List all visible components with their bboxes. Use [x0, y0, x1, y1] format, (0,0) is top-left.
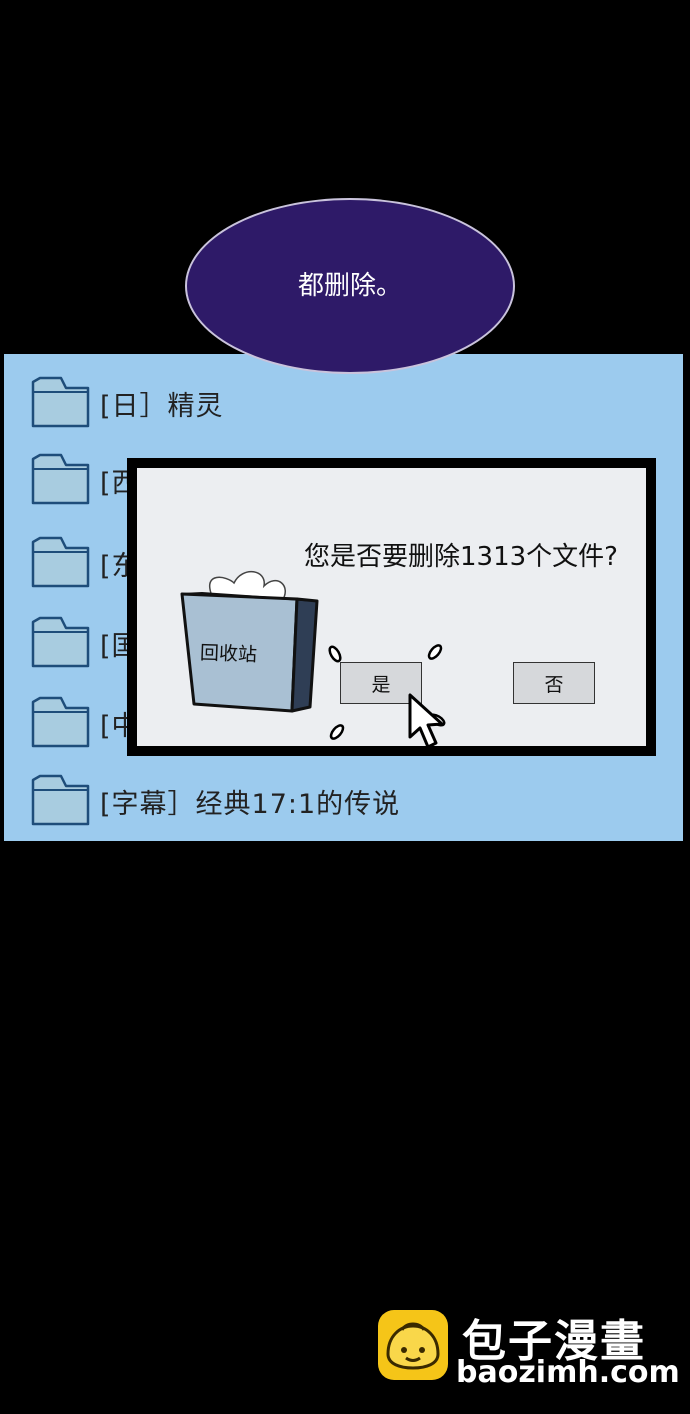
recycle-bin-icon: [180, 571, 319, 713]
watermark-url: baozimh.com: [456, 1355, 680, 1390]
dialog-question: 您是否要删除1313个文件?: [304, 542, 618, 572]
folder-item[interactable]: [字幕］经典17:1的传说: [30, 770, 650, 830]
no-button[interactable]: 否: [513, 662, 595, 704]
folder-item[interactable]: [西: [30, 449, 650, 509]
folder-icon: [31, 453, 90, 505]
folder-item[interactable]: [日］精灵: [30, 372, 650, 432]
folder-icon: [31, 376, 90, 428]
delete-confirm-dialog: 您是否要删除1313个文件? 回收站 是 否: [127, 458, 656, 756]
recycle-bin-label: 回收站: [199, 642, 258, 666]
folder-label: [日］精灵: [100, 391, 224, 422]
folder-icon: [31, 536, 90, 588]
baozi-logo-icon: [378, 1310, 448, 1380]
speech-bubble: 都删除。: [185, 198, 515, 374]
folder-icon: [31, 774, 90, 826]
folder-icon: [31, 616, 90, 668]
yes-button[interactable]: 是: [340, 662, 422, 704]
speech-bubble-text: 都删除。: [297, 270, 402, 301]
folder-icon: [31, 696, 90, 748]
mouse-cursor-icon: [408, 693, 444, 749]
folder-item[interactable]: [中: [30, 692, 650, 752]
watermark-title: 包子漫畫: [462, 1316, 646, 1367]
watermark: 包子漫畫 baozimh.com: [376, 1305, 680, 1395]
folder-label: [字幕］经典17:1的传说: [100, 789, 401, 820]
